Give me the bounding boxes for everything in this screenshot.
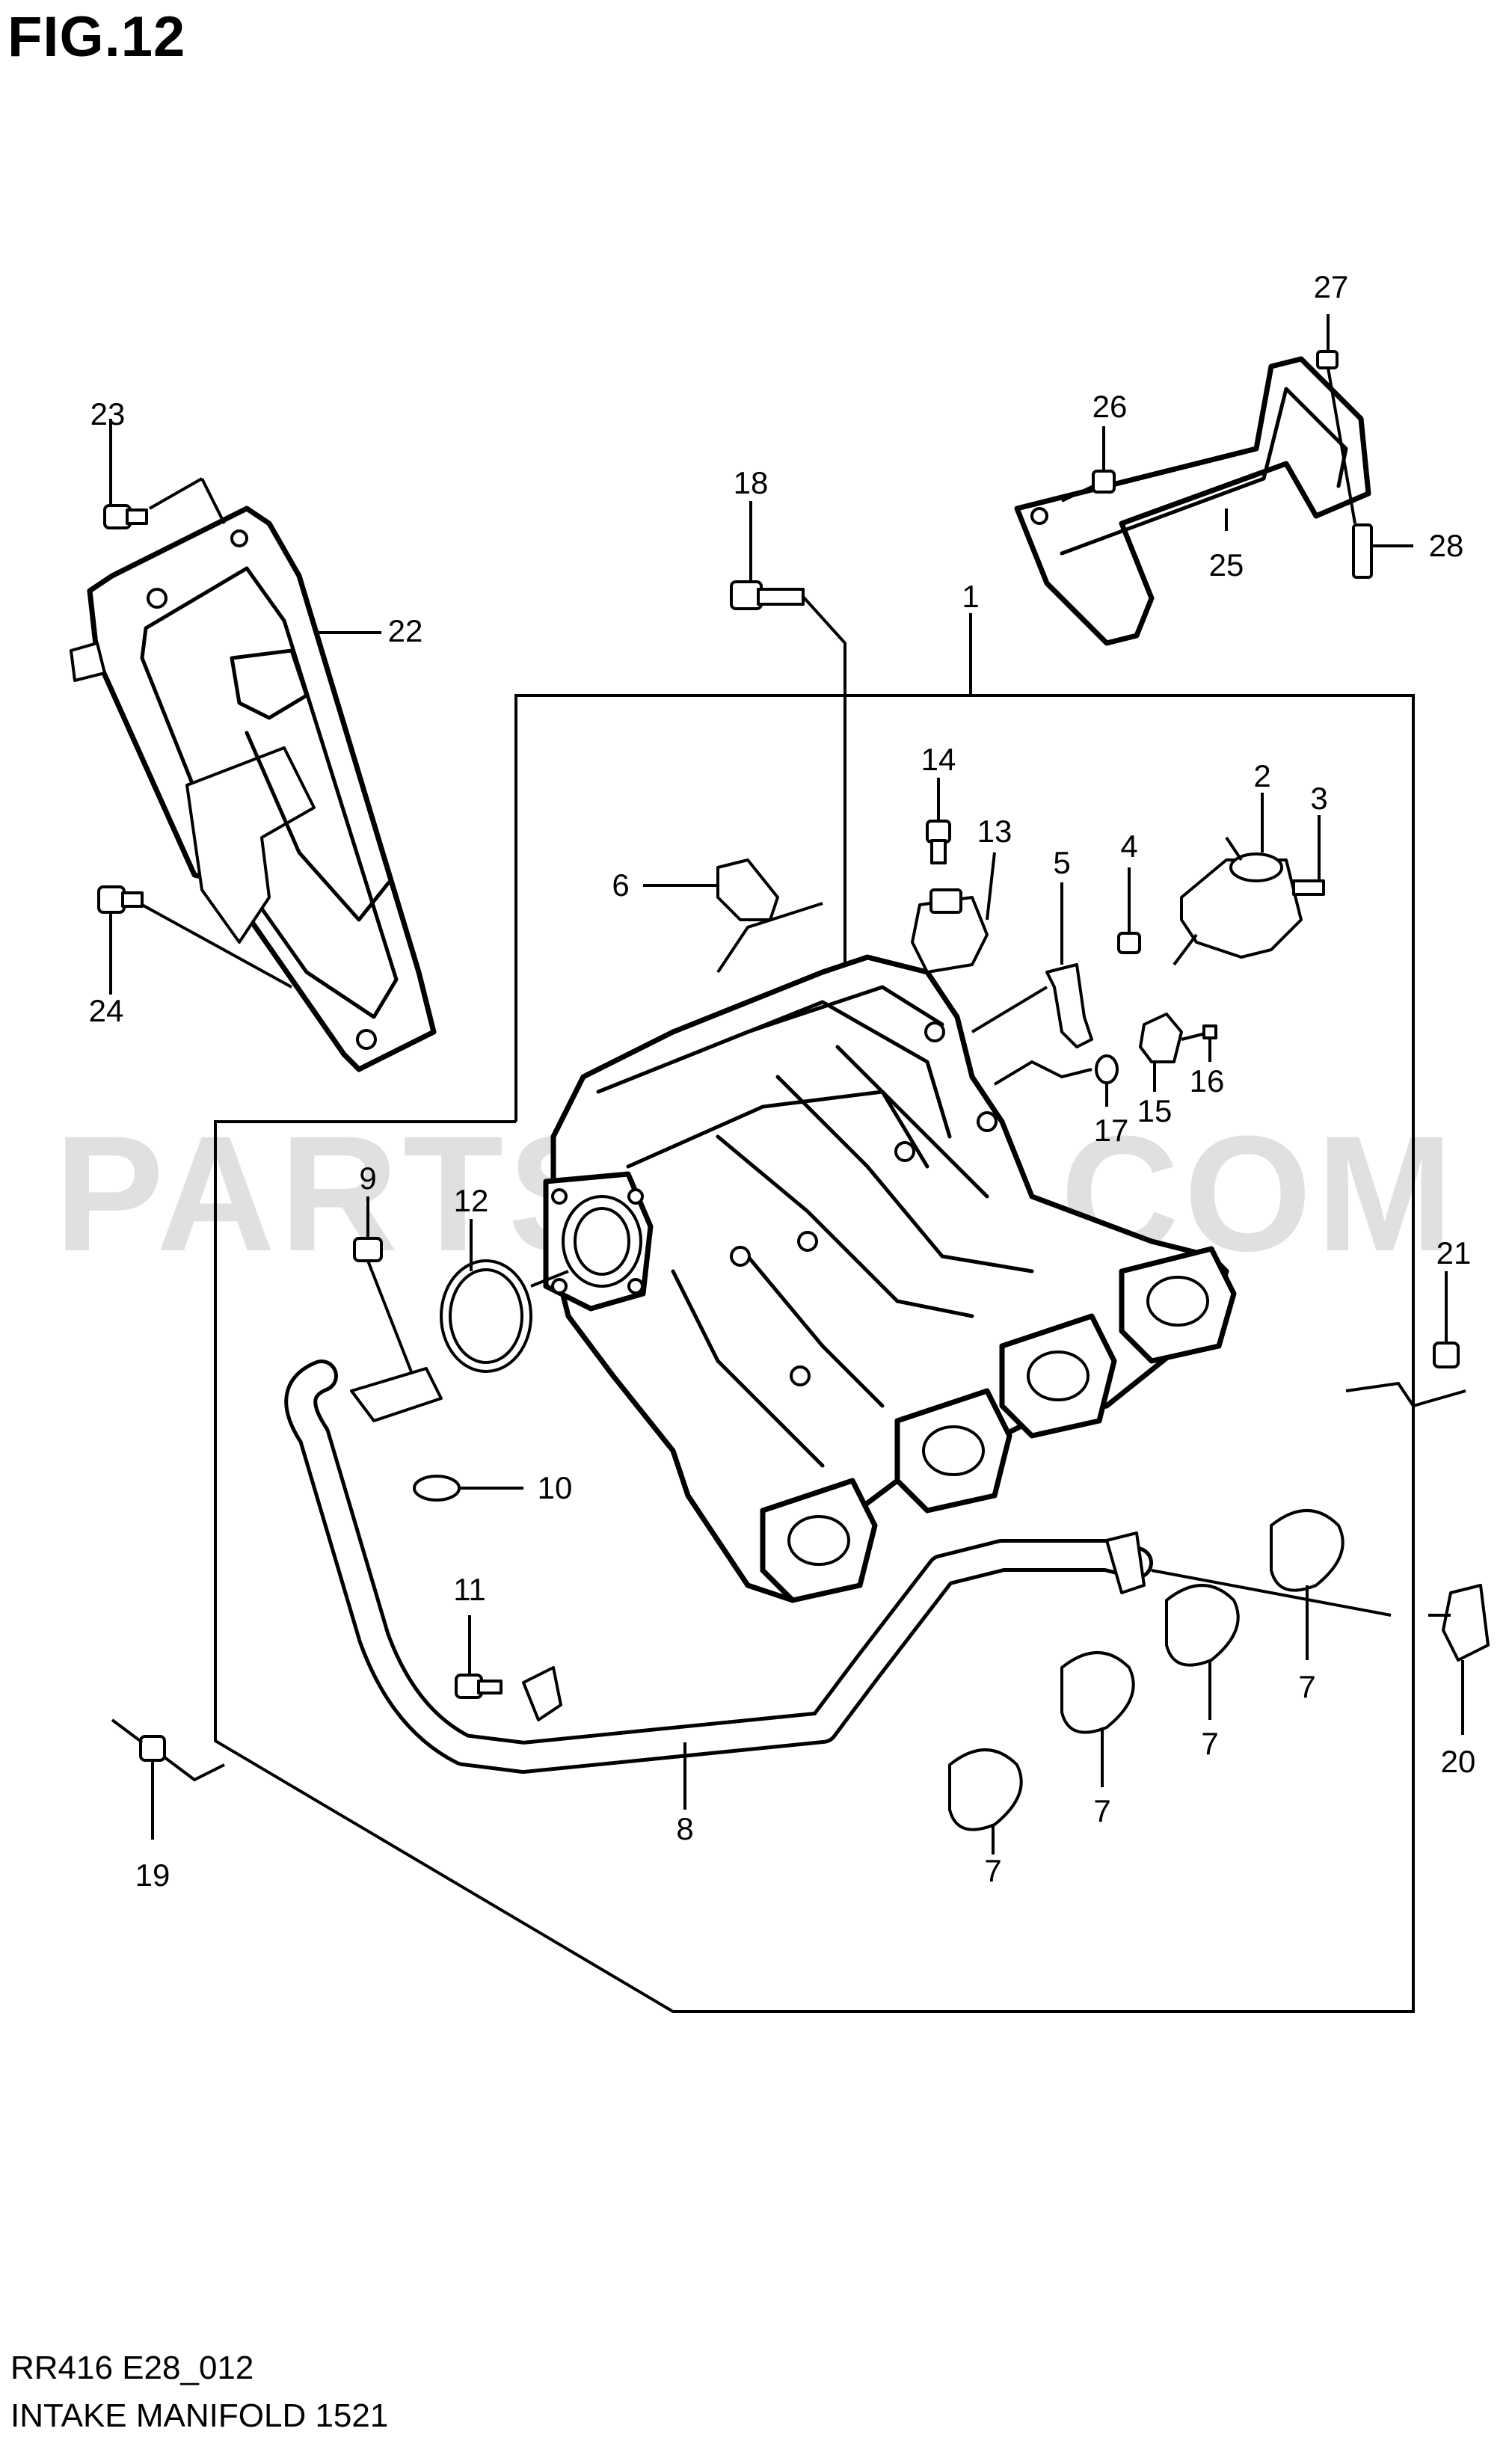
diagram-code: RR416 E28_012 xyxy=(10,2350,254,2386)
callout-4: 4 xyxy=(1120,829,1137,864)
callout-1: 1 xyxy=(962,579,979,614)
part-15-valve xyxy=(1139,1013,1183,1092)
part-2-actuator xyxy=(1173,793,1303,966)
part-4-nut xyxy=(1117,867,1141,954)
callout-17: 17 xyxy=(1094,1113,1129,1148)
part-6-clip xyxy=(643,858,823,974)
part-21-nut xyxy=(1345,1271,1466,1408)
callout-26: 26 xyxy=(1092,389,1128,424)
part-5-bracket xyxy=(971,882,1093,1048)
callout-11: 11 xyxy=(453,1572,486,1607)
figure-title: FIG.12 xyxy=(7,5,186,69)
callout-28: 28 xyxy=(1429,528,1464,563)
callout-27: 27 xyxy=(1314,269,1349,304)
callout-3: 3 xyxy=(1310,781,1327,816)
callout-7c: 7 xyxy=(1201,1726,1218,1761)
part-13-sensor xyxy=(911,852,996,974)
callout-22: 22 xyxy=(388,613,423,648)
callout-10: 10 xyxy=(538,1470,573,1505)
callout-25: 25 xyxy=(1209,547,1244,583)
part-28-stud xyxy=(1327,367,1413,579)
part-7-gaskets xyxy=(948,1509,1392,1855)
callout-19: 19 xyxy=(135,1858,170,1893)
part-19-nut xyxy=(111,1718,225,1840)
part-10-gasket xyxy=(413,1475,523,1502)
callout-13: 13 xyxy=(977,814,1012,849)
callout-18: 18 xyxy=(734,465,769,500)
callout-21: 21 xyxy=(1436,1235,1472,1270)
part-26-bolt xyxy=(1061,426,1116,503)
assembly-frame xyxy=(214,613,1415,2013)
callout-7a: 7 xyxy=(984,1853,1001,1888)
part-11-bolt xyxy=(455,1615,503,1699)
callout-24: 24 xyxy=(89,993,124,1028)
callout-16: 16 xyxy=(1190,1063,1225,1099)
part-25-bracket xyxy=(1014,356,1371,646)
part-27-nut xyxy=(1316,314,1339,369)
part-3-screw xyxy=(1292,815,1325,896)
part-9-bolt xyxy=(353,1196,420,1392)
callout-14: 14 xyxy=(921,742,956,777)
part-22-bracket xyxy=(70,477,437,1072)
diagram-caption: INTAKE MANIFOLD 1521 xyxy=(10,2397,389,2434)
callout-5: 5 xyxy=(1053,845,1070,880)
callout-23: 23 xyxy=(90,396,126,431)
part-23-bolt xyxy=(103,419,148,529)
callout-6: 6 xyxy=(612,867,629,903)
callout-15: 15 xyxy=(1137,1093,1173,1128)
callout-9: 9 xyxy=(359,1161,376,1196)
callout-12: 12 xyxy=(454,1183,489,1218)
callout-2: 2 xyxy=(1253,758,1270,793)
callout-8: 8 xyxy=(676,1811,693,1846)
part-24-bolt xyxy=(97,885,292,995)
part-14-bolt xyxy=(926,778,951,864)
part-12-gasket xyxy=(440,1219,569,1373)
callout-20: 20 xyxy=(1441,1744,1476,1779)
callout-7d: 7 xyxy=(1298,1669,1315,1704)
part-17-oring xyxy=(993,1054,1119,1107)
part-8-pipe xyxy=(284,1359,1153,1810)
callout-labels: 1 2 3 4 5 6 7 7 7 7 8 9 10 11 12 13 14 1… xyxy=(89,269,1476,1893)
part-1-intake-manifold xyxy=(543,954,1237,1603)
part-20-gasket xyxy=(1428,1584,1490,1735)
callout-7b: 7 xyxy=(1093,1793,1110,1828)
part-16-screw xyxy=(1181,1024,1217,1062)
